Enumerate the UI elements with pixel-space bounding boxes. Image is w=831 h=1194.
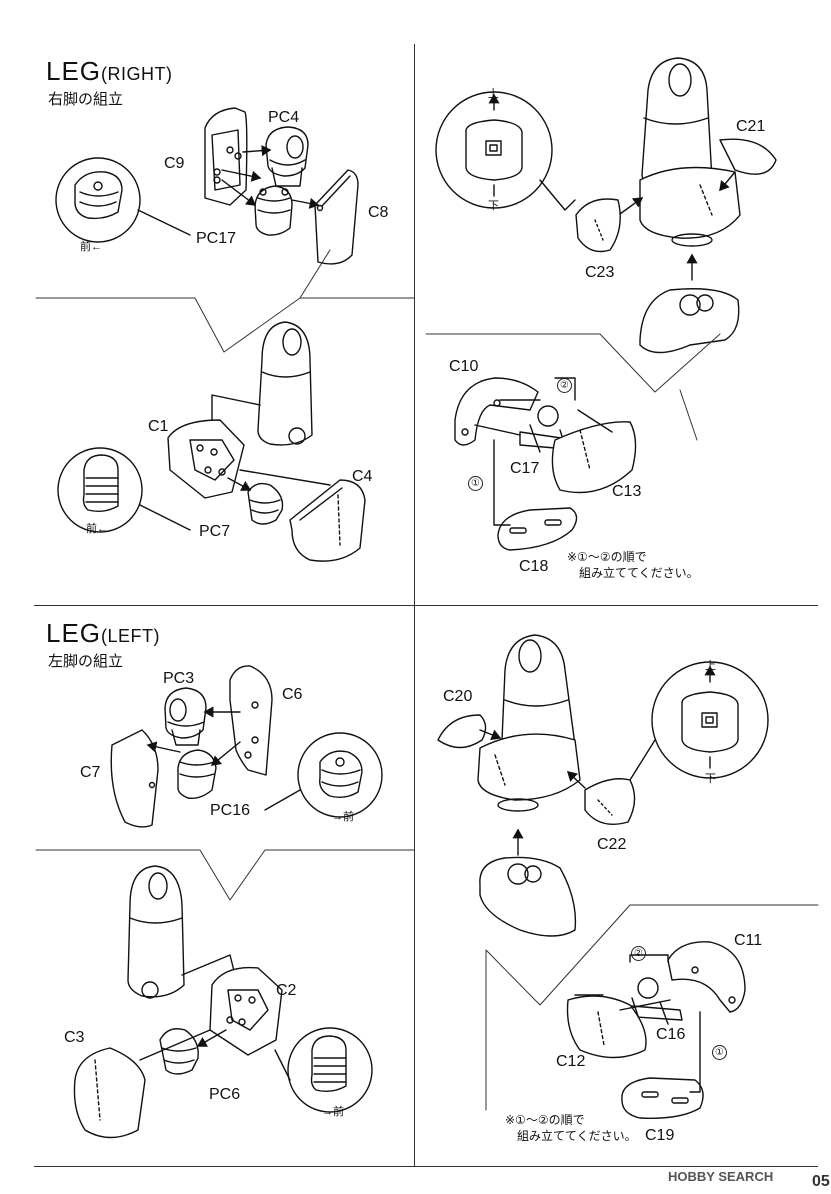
note-line: 組み立ててください。 [517,1129,637,1143]
left-lower-step [73,865,373,1139]
divider-horizontal [34,605,818,606]
up-label: 上 [488,88,499,100]
front-direction-label: →前 [332,811,354,823]
left-leg-title: LEG(LEFT) [46,618,160,649]
step-marker-1: ① [468,476,483,491]
assembly-order-note: ※①～②の順で 組み立ててください。 [567,549,699,581]
right-lower-step [57,321,366,562]
left-foot-step [566,941,746,1119]
part-label-pc7: PC7 [199,523,231,540]
part-label-c19: C19 [645,1127,675,1144]
part-label-c23: C23 [585,264,615,281]
note-line: 組み立ててください。 [579,566,699,580]
left-upper-step [110,665,383,828]
part-label-pc16: PC16 [210,802,251,819]
part-label-c3: C3 [64,1029,85,1046]
title-main: LEG [46,618,102,648]
part-label-c10: C10 [449,358,479,375]
assembly-order-note: ※①～②の順で 組み立ててください。 [505,1112,637,1144]
part-label-c11: C11 [734,932,763,949]
part-label-c12: C12 [556,1053,586,1070]
front-direction-label: 前← [86,523,108,535]
title-side: (LEFT) [101,626,161,646]
right-upper-step [55,107,359,265]
right-armor-step [435,57,777,354]
part-label-c22: C22 [597,836,627,853]
part-label-pc4: PC4 [268,109,300,126]
front-direction-label: 前← [80,241,102,253]
watermark: HOBBY SEARCH [668,1169,774,1184]
part-label-pc6: PC6 [209,1086,241,1103]
part-label-pc3: PC3 [163,670,195,687]
part-label-c17: C17 [510,460,540,477]
note-line: ※①～②の順で [567,550,647,564]
divider-bottom [34,1166,818,1167]
front-direction-label: →前 [322,1106,344,1118]
step-marker-2: ② [557,378,572,393]
left-armor-step [437,634,769,937]
part-label-c7: C7 [80,764,101,781]
part-label-c4: C4 [352,468,373,485]
part-label-c2: C2 [276,982,297,999]
step-marker-1: ① [712,1045,727,1060]
step-marker-2: ② [631,946,646,961]
part-label-c21: C21 [736,118,766,135]
down-label: 下 [705,773,716,785]
part-label-c1: C1 [148,418,169,435]
right-foot-step [454,377,637,551]
part-label-c6: C6 [282,686,303,703]
part-label-c13: C13 [612,483,642,500]
down-label: 下 [488,200,499,212]
note-line: ※①～②の順で [505,1113,585,1127]
right-leg-subtitle: 右脚の組立 [48,91,124,108]
right-leg-title: LEG(RIGHT) [46,56,173,87]
part-label-c16: C16 [656,1026,686,1043]
part-label-c9: C9 [164,155,185,172]
part-label-pc17: PC17 [196,230,237,247]
left-leg-subtitle: 左脚の組立 [48,653,124,670]
page-number: 05 [812,1173,830,1190]
title-side: (RIGHT) [101,64,173,84]
part-label-c8: C8 [368,204,389,221]
up-label: 上 [705,660,716,672]
part-label-c18: C18 [519,558,549,575]
title-main: LEG [46,56,102,86]
part-label-c20: C20 [443,688,473,705]
